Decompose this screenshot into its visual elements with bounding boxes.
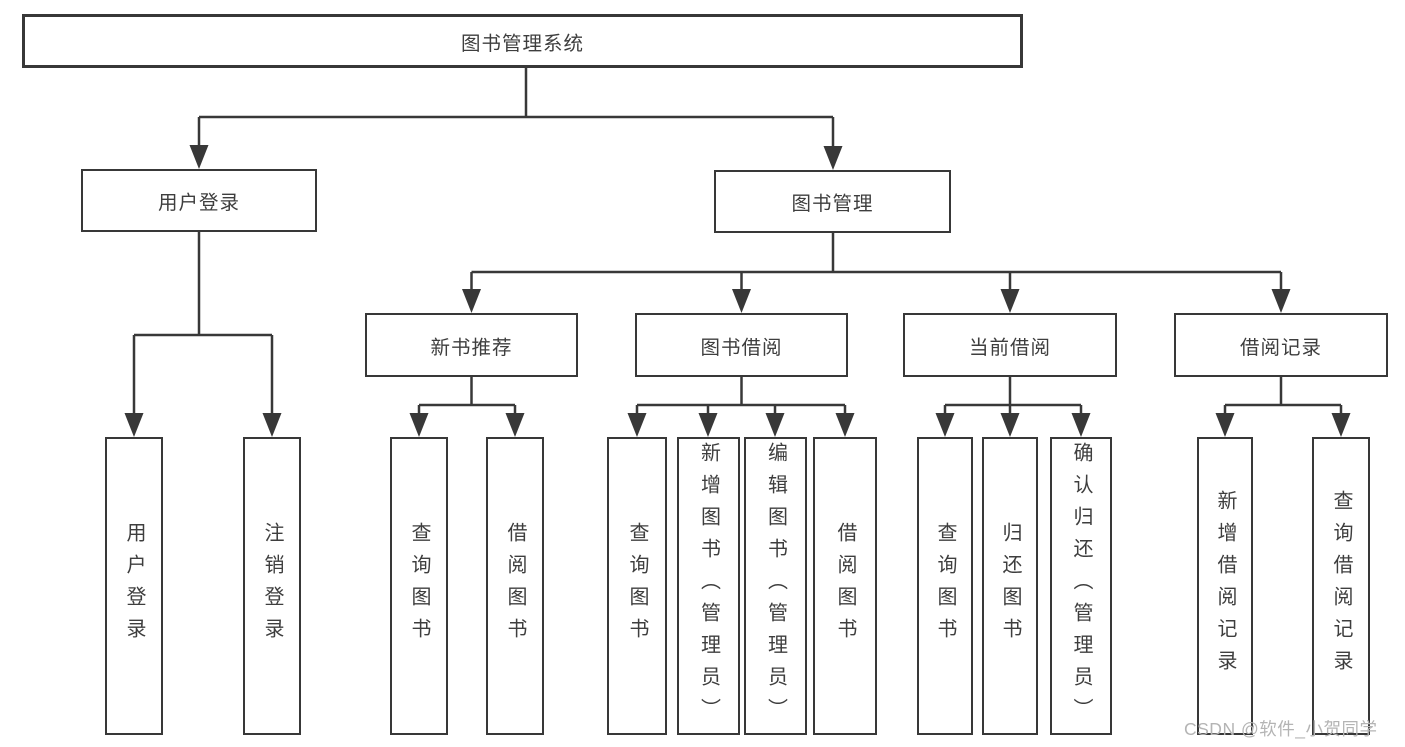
arrow-icon xyxy=(1331,413,1351,437)
leaf-bb-borrow-books: 借阅图书 xyxy=(813,437,877,735)
connector-newbooks-to-leaves xyxy=(417,377,517,416)
leaf-br-add-record-label: 新增借阅记录 xyxy=(1214,490,1236,682)
connector-root-to-level2 xyxy=(197,68,835,149)
node-book-management-label: 图书管理 xyxy=(791,193,874,215)
node-user-login-label: 用户登录 xyxy=(157,192,240,214)
arrow-icon xyxy=(627,413,647,437)
arrow-icon xyxy=(935,413,955,437)
connector-login-to-leaves xyxy=(132,232,274,416)
leaf-user-login-label: 用户登录 xyxy=(123,522,145,650)
node-book-borrow: 图书借阅 xyxy=(635,313,848,377)
leaf-nb-query-books-label: 查询图书 xyxy=(408,522,430,650)
node-root-system: 图书管理系统 xyxy=(22,14,1023,68)
leaf-cb-confirm-return-admin-label: 确认归还（管理员） xyxy=(1070,442,1092,730)
leaf-logout: 注销登录 xyxy=(243,437,301,735)
leaf-bb-add-books-admin-label: 新增图书（管理员） xyxy=(697,442,720,730)
node-new-book-recommend: 新书推荐 xyxy=(365,313,578,377)
arrow-icon xyxy=(262,413,282,437)
node-new-book-recommend-label: 新书推荐 xyxy=(430,336,513,359)
leaf-bb-query-books: 查询图书 xyxy=(607,437,667,735)
arrowheads xyxy=(124,145,1351,437)
arrow-icon xyxy=(1215,413,1235,437)
leaf-cb-query-books-label: 查询图书 xyxy=(934,522,956,650)
leaf-nb-borrow-books: 借阅图书 xyxy=(486,437,544,735)
node-user-login: 用户登录 xyxy=(81,169,317,232)
leaf-bb-borrow-books-label: 借阅图书 xyxy=(834,522,856,650)
arrow-icon xyxy=(732,289,751,313)
node-book-borrow-label: 图书借阅 xyxy=(700,336,783,359)
arrow-icon xyxy=(462,289,481,313)
arrow-icon xyxy=(835,413,855,437)
leaf-br-query-record-label: 查询借阅记录 xyxy=(1330,490,1352,682)
arrow-icon xyxy=(698,413,718,437)
arrow-icon xyxy=(505,413,525,437)
arrow-icon xyxy=(1071,413,1091,437)
arrow-icon xyxy=(1271,289,1291,313)
leaf-nb-borrow-books-label: 借阅图书 xyxy=(504,522,526,650)
node-current-borrow: 当前借阅 xyxy=(903,313,1117,377)
node-current-borrow-label: 当前借阅 xyxy=(968,336,1051,359)
arrow-icon xyxy=(823,146,843,170)
leaf-bb-query-books-label: 查询图书 xyxy=(626,522,648,650)
leaf-user-login: 用户登录 xyxy=(105,437,163,735)
arrow-icon xyxy=(189,145,209,169)
connector-currentborrow-to-leaves xyxy=(943,377,1083,416)
leaf-bb-add-books-admin: 新增图书（管理员） xyxy=(677,437,740,735)
node-book-management: 图书管理 xyxy=(714,170,951,233)
arrow-icon xyxy=(1000,289,1020,313)
leaf-bb-edit-books-admin: 编辑图书（管理员） xyxy=(744,437,807,735)
connector-bookborrow-to-leaves xyxy=(635,377,847,416)
leaf-bb-edit-books-admin-label: 编辑图书（管理员） xyxy=(764,442,787,730)
leaf-br-add-record: 新增借阅记录 xyxy=(1197,437,1253,735)
node-root-label: 图书管理系统 xyxy=(460,32,584,55)
node-borrow-records-label: 借阅记录 xyxy=(1239,336,1322,359)
arrow-icon xyxy=(124,413,144,437)
leaf-cb-return-books: 归还图书 xyxy=(982,437,1038,735)
leaf-cb-confirm-return-admin: 确认归还（管理员） xyxy=(1050,437,1112,735)
connector-mgmt-to-level3 xyxy=(470,233,1283,292)
leaf-nb-query-books: 查询图书 xyxy=(390,437,448,735)
node-borrow-records: 借阅记录 xyxy=(1174,313,1388,377)
csdn-watermark: CSDN @软件_小贺同学 xyxy=(1184,719,1378,739)
leaf-logout-label: 注销登录 xyxy=(261,522,283,650)
leaf-br-query-record: 查询借阅记录 xyxy=(1312,437,1370,735)
arrow-icon xyxy=(765,413,785,437)
leaf-cb-return-books-label: 归还图书 xyxy=(999,522,1021,650)
connector-records-to-leaves xyxy=(1223,377,1343,416)
leaf-cb-query-books: 查询图书 xyxy=(917,437,973,735)
connector-lines xyxy=(132,68,1343,416)
arrow-icon xyxy=(409,413,429,437)
arrow-icon xyxy=(1000,413,1020,437)
